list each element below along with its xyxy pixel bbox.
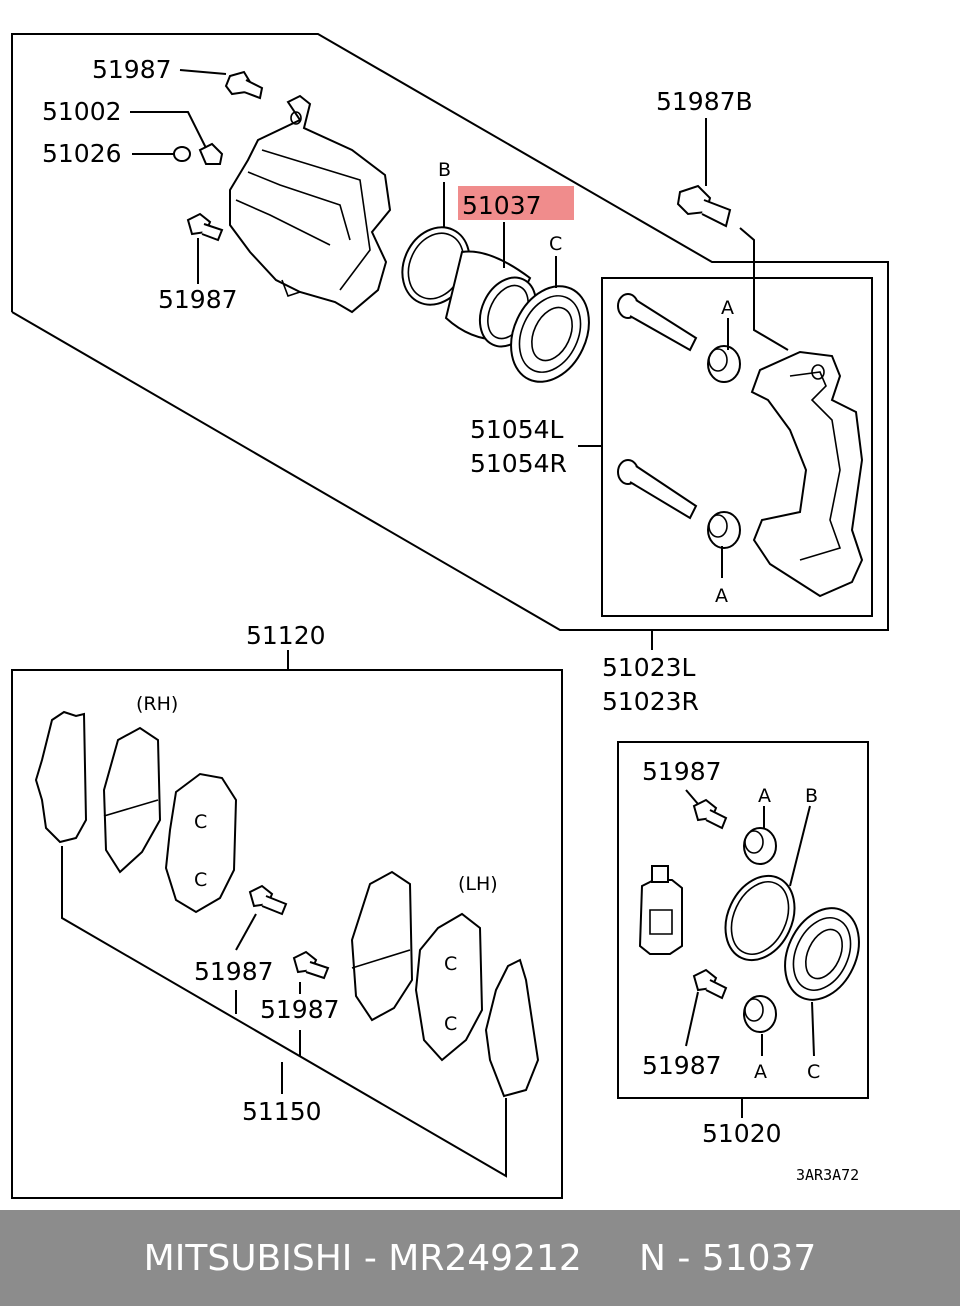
label-kit-a-bottom: A [754,1061,767,1083]
label-mark-a-top: A [721,297,734,319]
pin-boot-icon [707,511,741,549]
svg-text:C: C [444,953,457,975]
label-support-r: 51023R [602,687,699,716]
bolt-icon [692,798,728,830]
brake-pad-icon: C C [350,870,540,1098]
label-support-l: 51023L [602,653,696,682]
label-kit-b: B [805,785,818,807]
label-bleeder-cap: 51026 [42,139,122,168]
leader-lines-kit [685,789,815,1057]
piston-boot-icon [510,285,590,383]
label-kit-bolt-top: 51987 [642,757,722,786]
caliper-support-icon [750,350,864,598]
footer-text: MITSUBISHI - MR249212 N - 51037 [143,1237,817,1279]
pin-boot-icon [743,995,777,1033]
label-kit-a-top: A [758,785,771,807]
label-kit-c: C [807,1061,820,1083]
part-labels: 51987 51002 51026 51987 B 51037 C 51987B… [42,55,859,1184]
guide-pin-icon [617,293,698,352]
bolt-icon [248,884,288,916]
piston-boot-icon [784,907,860,1001]
label-boot: C [549,233,562,255]
piston-icon [444,250,538,348]
label-bolt-b: 51987B [656,87,753,116]
caliper-body-icon [229,94,392,314]
label-rh: (RH) [136,693,178,715]
bolt-icon [692,968,728,1000]
svg-text:C: C [194,811,207,833]
bleeder-screw-icon [173,142,224,165]
label-pad-bolt-1: 51987 [194,957,274,986]
grease-tube-icon [638,865,683,955]
parts-diagram: C C C C [11,33,889,1199]
label-pin-set-l: 51054L [470,415,564,444]
seal-kit-frame [617,741,869,1118]
bolt-icon [292,950,330,980]
label-kit-bolt-bottom: 51987 [642,1051,722,1080]
label-bolt-top: 51987 [92,55,172,84]
label-bolt-left: 51987 [158,285,238,314]
label-drawing-code: 3AR3A72 [796,1166,859,1184]
highlight-box [458,186,574,220]
bolt-icon [224,70,264,100]
label-pin-set-r: 51054R [470,449,567,478]
bolt-icon [186,212,224,242]
label-pad-kit: 51150 [242,1097,322,1126]
label-lh: (LH) [458,873,498,895]
svg-text:C: C [194,869,207,891]
label-pad-set: 51120 [246,621,326,650]
leader-lines-upper [130,69,789,650]
label-mark-a-bottom: A [715,585,728,607]
guide-pin-icon [617,459,698,520]
pin-boot-icon [743,827,777,865]
label-piston-seal: B [438,159,451,181]
label-seal-kit: 51020 [702,1119,782,1148]
label-piston: 51037 [462,191,542,220]
pad-set-frame [11,650,563,1199]
pin-boot-icon [707,345,741,383]
brake-pad-icon: C C [34,710,238,914]
svg-text:C: C [444,1013,457,1035]
leader-lines-pads [61,846,507,1178]
piston-seal-icon [724,874,796,962]
label-pad-bolt-2: 51987 [260,995,340,1024]
bolt-icon [676,184,732,228]
part-number-footer: MITSUBISHI - MR249212 N - 51037 [0,1210,960,1306]
label-caliper-part: 51002 [42,97,122,126]
